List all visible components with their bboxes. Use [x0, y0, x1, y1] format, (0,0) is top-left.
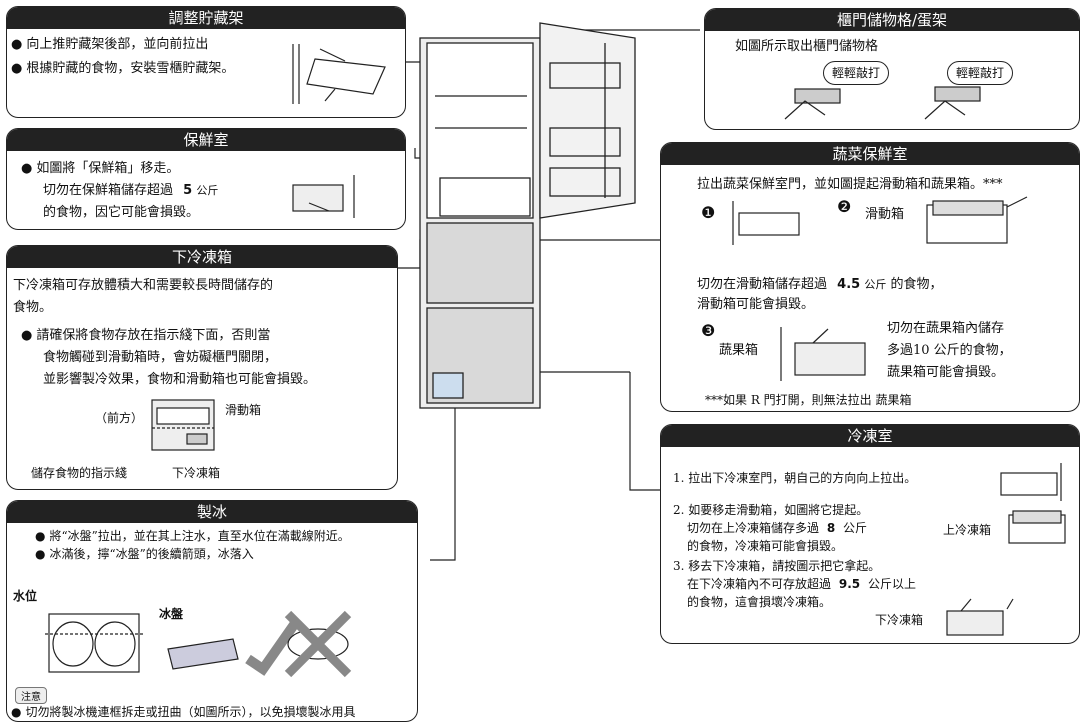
slide-warning-2: 滑動箱可能會損毀。	[697, 297, 815, 312]
vegetable-footnote: ***如果 R 門打開，則無法拉出 蔬果箱	[705, 393, 912, 407]
ice-making-panel: 製冰 將“冰盤”拉出，並在其上注水，直至水位在滿載線附近。 冰滿後，擰“冰盤”的…	[6, 500, 418, 722]
shelf-illustration	[292, 44, 386, 104]
adjust-shelf-title: 調整貯藏架	[7, 7, 405, 29]
freezer-panel: 冷凍室 1. 拉出下冷凍室門，朝自己的方向向上拉出。 2. 如要移走滑動箱，如圖…	[660, 424, 1080, 644]
ice-making-title: 製冰	[7, 501, 417, 523]
ice-tray-illustrations	[45, 610, 352, 678]
upper-warn-text: 切勿在上冷凍箱儲存多過	[687, 521, 820, 535]
freezer-step-3-illustration	[946, 598, 1014, 636]
front-label: （前方）	[95, 411, 144, 425]
indicator-line-label: 儲存食物的指示綫	[31, 466, 128, 480]
tap-bubble-1: 輕輕敲打	[823, 61, 890, 85]
lower-freezer-para-2: 食物。	[13, 300, 53, 315]
freezer-step-3c: 的食物，這會損壞冷凍箱。	[687, 595, 832, 609]
step-3-number: ❸	[701, 321, 716, 340]
lower-weight: 9.5	[838, 577, 861, 591]
caution-tag: 注意	[15, 687, 47, 704]
chilled-room-line-1: 如圖將「保鮮箱」移走。	[21, 159, 179, 178]
lower-freezer-panel: 下冷凍箱 下冷凍箱可存放體積大和需要較長時間儲存的 食物。 請確保將食物存放在指…	[6, 245, 398, 490]
lower-freezer-bullet-3: 並影響製冷效果，食物和滑動箱也可能會損毀。	[43, 372, 317, 387]
lower-warn-text: 在下冷凍箱內不可存放超過	[687, 577, 832, 591]
tap-bubble-2: 輕輕敲打	[947, 61, 1014, 85]
chilled-unit: 公斤	[196, 184, 219, 197]
crisper-warning-2: 多過10 公斤的食物，	[887, 343, 1012, 358]
step-3-illustration	[780, 327, 866, 381]
ice-tray-label: 冰盤	[159, 607, 184, 621]
ice-bullet-1: 將“冰盤”拉出，並在其上注水，直至水位在滿載線附近。	[35, 527, 349, 546]
lower-freezer-box-label: 下冷凍箱	[875, 613, 924, 627]
vegetable-room-panel: 蔬菜保鮮室 拉出蔬菜保鮮室門，並如圖提起滑動箱和蔬果箱。*** ❶ ❷ 滑動箱 …	[660, 142, 1080, 412]
chilled-weight: 5	[183, 183, 193, 198]
door-pocket-instruction: 如圖所示取出櫃門儲物格	[735, 39, 879, 54]
ice-warning: 切勿將製冰機連框拆走或扭曲（如圖所示），以免損壞製冰用具	[11, 703, 355, 721]
slide-weight: 4.5	[837, 277, 861, 292]
lower-freezer-label: 下冷凍箱	[172, 466, 221, 480]
upper-weight: 8	[826, 521, 836, 535]
crisper-warning-1: 切勿在蔬果箱內儲存	[887, 321, 1005, 336]
freezer-step-1-illustration	[1000, 463, 1062, 501]
door-pocket-illustration	[784, 86, 981, 120]
step-2-number: ❷	[837, 197, 852, 216]
lower-freezer-bullet-1: 請確保將食物存放在指示綫下面，否則當	[21, 326, 270, 345]
freezer-step-2a: 2. 如要移走滑動箱，如圖將它提起。	[673, 503, 869, 517]
freezer-title: 冷凍室	[661, 425, 1079, 447]
adjust-shelf-panel: 調整貯藏架 向上推貯藏架後部，並向前拉出 根據貯藏的食物，安裝雪櫃貯藏架。	[6, 6, 406, 118]
ice-bullet-2: 冰滿後，擰“冰盤”的後續箭頭，冰落入	[35, 545, 253, 564]
adjust-shelf-bullet-2: 根據貯藏的食物，安裝雪櫃貯藏架。	[11, 59, 234, 78]
freezer-step-2c: 的食物，冷凍箱可能會損毀。	[687, 539, 844, 553]
lower-freezer-para-1: 下冷凍箱可存放體積大和需要較長時間儲存的	[13, 278, 274, 293]
step-2-illustration	[926, 196, 1028, 244]
water-level-label: 水位	[13, 589, 38, 603]
slide-warning-1: 切勿在滑動箱儲存超過 4.5 公斤 的食物，	[697, 275, 942, 294]
upper-freezer-label: 上冷凍箱	[943, 523, 992, 537]
lower-freezer-illustration	[151, 399, 215, 451]
chilled-room-line-3: 的食物，因它可能會損毀。	[43, 205, 200, 220]
chilled-room-title: 保鮮室	[7, 129, 405, 151]
freezer-step-2b: 切勿在上冷凍箱儲存多過 8 公斤	[687, 519, 867, 538]
step-2-slide-label: 滑動箱	[865, 207, 905, 222]
chilled-room-panel: 保鮮室 如圖將「保鮮箱」移走。 切勿在保鮮箱儲存超過 5 公斤 的食物，因它可能…	[6, 128, 406, 230]
step-1-number: ❶	[701, 203, 716, 222]
door-pocket-panel: 櫃門儲物格/蛋架 如圖所示取出櫃門儲物格 輕輕敲打 輕輕敲打	[704, 8, 1080, 130]
chilled-case-illustration	[292, 175, 355, 218]
upper-unit: 公斤	[843, 521, 868, 535]
lower-unit: 公斤以上	[867, 577, 916, 591]
vegetable-intro: 拉出蔬菜保鮮室門，並如圖提起滑動箱和蔬果箱。***	[697, 177, 1003, 192]
slide-warning-tail: 的食物，	[890, 277, 943, 292]
crisper-warning-3: 蔬果箱可能會損毀。	[887, 365, 1005, 380]
freezer-step-3b: 在下冷凍箱內不可存放超過 9.5 公斤以上	[687, 575, 916, 594]
freezer-step-2-illustration	[1008, 510, 1066, 544]
step-1-illustration	[732, 201, 800, 245]
chilled-warn-text: 切勿在保鮮箱儲存超過	[43, 183, 174, 198]
freezer-step-3a: 3. 移去下冷凍箱，請按圖示把它拿起。	[673, 559, 881, 573]
slide-box-label: 滑動箱	[225, 403, 262, 417]
vegetable-room-title: 蔬菜保鮮室	[661, 143, 1079, 165]
freezer-step-1: 1. 拉出下冷凍室門，朝自己的方向向上拉出。	[673, 471, 917, 485]
slide-unit: 公斤	[864, 278, 887, 291]
chilled-room-line-2: 切勿在保鮮箱儲存超過 5 公斤	[43, 181, 218, 200]
door-pocket-title: 櫃門儲物格/蛋架	[705, 9, 1079, 31]
refrigerator-illustration	[419, 22, 636, 409]
crisper-label: 蔬果箱	[719, 343, 759, 358]
slide-warning-text: 切勿在滑動箱儲存超過	[697, 277, 828, 292]
lower-freezer-bullet-2: 食物觸碰到滑動箱時，會妨礙櫃門關閉，	[43, 350, 278, 365]
lower-freezer-title: 下冷凍箱	[7, 246, 397, 268]
adjust-shelf-bullet-1: 向上推貯藏架後部，並向前拉出	[11, 35, 208, 54]
